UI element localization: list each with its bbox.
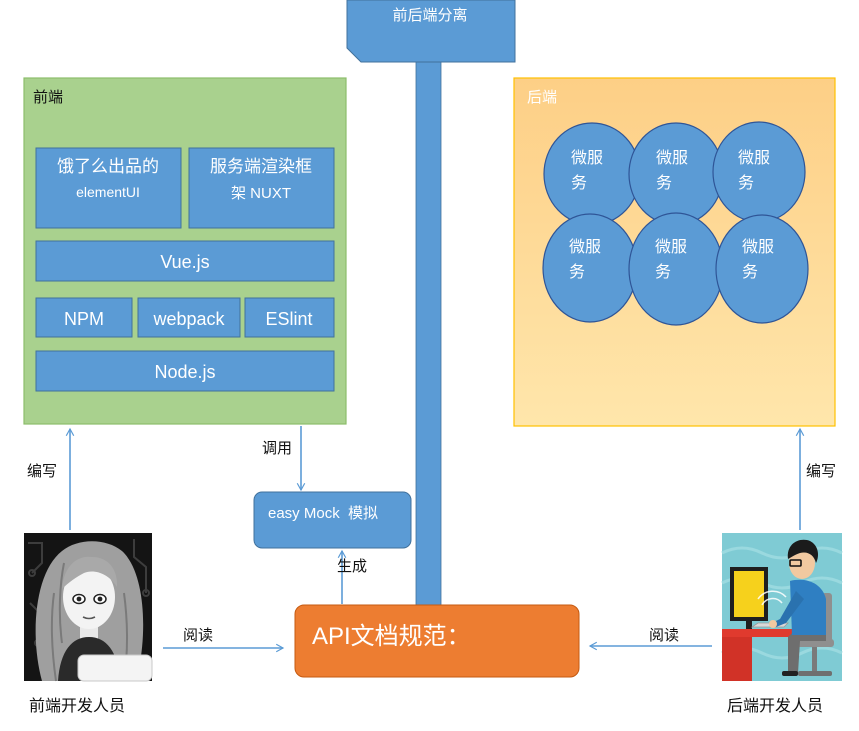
backend-developer-illustration	[721, 533, 843, 681]
right-pupil	[97, 596, 103, 602]
elementui-line-1: 饿了么出品的	[57, 157, 159, 176]
desk-top	[722, 629, 802, 637]
frontend-read-label: 阅读	[183, 627, 213, 644]
left-pupil	[76, 596, 82, 602]
microservice-circle-5	[628, 212, 724, 326]
pants	[788, 633, 826, 673]
signal-arcs	[757, 590, 787, 606]
backend-developer-label: 后端开发人员	[727, 697, 823, 715]
separator-bar	[415, 57, 442, 615]
microservice-1-line-1: 微服	[571, 149, 603, 167]
webpack-label: webpack	[152, 309, 225, 329]
face	[789, 547, 815, 579]
backend-label: 后端	[527, 89, 557, 106]
microservice-4-line-1: 微服	[569, 238, 601, 256]
npm-box	[35, 297, 133, 338]
eslint-label: ESlint	[265, 309, 312, 329]
frontend-developer-illustration	[24, 533, 153, 682]
nuxt-line-2: 架 NUXT	[231, 185, 291, 202]
frontend-container: 前端 饿了么出品的 elementUI 服务端渲染框 架 NUXT Vue.js…	[23, 77, 347, 425]
microservice-circle-1	[543, 122, 641, 226]
frontend-write-label: 编写	[27, 463, 57, 480]
arm	[772, 591, 804, 627]
microservice-5-line-2: 务	[655, 263, 671, 281]
microservice-1-line-2: 务	[571, 174, 587, 192]
microservice-circle-2	[628, 122, 724, 226]
hair	[787, 539, 818, 563]
node-label: Node.js	[154, 362, 215, 382]
banner-title: 前后端分离	[392, 7, 467, 24]
microservice-circle-3	[712, 121, 806, 223]
face	[63, 565, 115, 629]
frontend-developer-label: 前端开发人员	[29, 697, 125, 715]
backend-write-label: 编写	[806, 463, 836, 480]
microservice-2-line-1: 微服	[656, 149, 688, 167]
easy-mock-box	[253, 491, 412, 549]
chair-post	[812, 647, 817, 673]
microservice-circle-4	[542, 213, 638, 323]
laptop	[77, 654, 153, 682]
nuxt-line-1: 服务端渲染框	[210, 157, 312, 176]
desk-panel	[722, 637, 752, 681]
neck	[80, 625, 98, 641]
api-doc-label: API文档规范：	[312, 623, 471, 650]
generate-label: 生成	[337, 558, 367, 575]
call-label: 调用	[262, 440, 292, 457]
chair-base	[798, 671, 832, 676]
vue-label: Vue.js	[160, 252, 209, 272]
microservice-5-line-1: 微服	[655, 238, 687, 256]
node-box	[35, 350, 335, 392]
microservice-3-line-1: 微服	[738, 149, 770, 167]
mouth	[82, 616, 96, 620]
npm-label: NPM	[64, 309, 104, 329]
backend-container: 后端 微服 务 微服 务 微服 务 微服 务 微服 务 微服 务	[513, 77, 836, 427]
elementui-box	[35, 147, 182, 229]
shoe	[782, 671, 798, 676]
backend-read-label: 阅读	[649, 627, 679, 644]
vue-box	[35, 240, 335, 282]
microservice-6-line-1: 微服	[742, 238, 774, 256]
monitor-screen	[734, 571, 764, 617]
shirt	[790, 579, 826, 635]
easy-mock-label: easy Mock 模拟	[268, 505, 378, 522]
glasses	[789, 559, 802, 567]
eslint-box	[244, 297, 335, 338]
microservice-3-line-2: 务	[738, 174, 754, 192]
api-doc-box	[294, 604, 580, 678]
microservice-2-line-2: 务	[656, 174, 672, 192]
nuxt-box	[188, 147, 335, 229]
banner-shape	[346, 0, 516, 63]
microservice-6-line-2: 务	[742, 263, 758, 281]
elementui-line-2: elementUI	[76, 184, 140, 200]
monitor-stand	[746, 621, 752, 629]
microservice-circle-6	[715, 214, 809, 324]
hand	[769, 620, 777, 628]
bangs	[62, 556, 118, 589]
webpack-box	[137, 297, 241, 338]
frontend-label: 前端	[33, 89, 63, 106]
microservice-4-line-2: 务	[569, 263, 585, 281]
